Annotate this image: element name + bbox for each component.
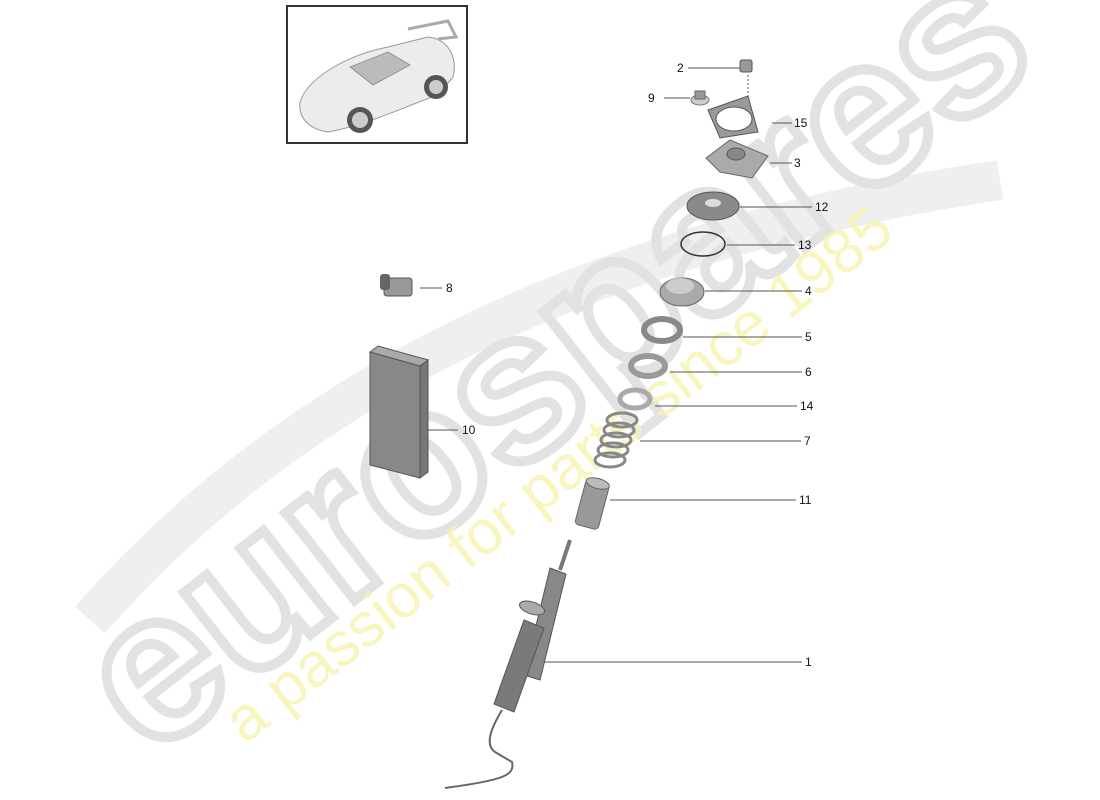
part-10-control-unit[interactable]	[368, 345, 430, 479]
part-15-gasket[interactable]	[707, 95, 759, 139]
callout-15[interactable]: 15	[794, 116, 808, 130]
part-9-flange-nut[interactable]	[690, 90, 710, 106]
part-3-top-mount[interactable]	[705, 139, 769, 179]
callout-12[interactable]: 12	[815, 200, 829, 214]
callout-11[interactable]: 11	[799, 493, 812, 507]
callout-2[interactable]: 2	[677, 61, 684, 75]
callout-4[interactable]: 4	[805, 284, 812, 298]
callout-7[interactable]: 7	[804, 434, 811, 448]
part-7-coil-spring[interactable]	[593, 411, 639, 469]
part-13-o-ring[interactable]	[680, 231, 726, 257]
callout-6[interactable]: 6	[805, 365, 812, 379]
car-icon	[299, 19, 459, 133]
callout-1[interactable]: 1	[805, 655, 812, 669]
part-1-shock-absorber[interactable]	[444, 539, 572, 789]
callout-13[interactable]: 13	[798, 238, 812, 252]
vehicle-thumbnail	[286, 5, 468, 144]
part-2-nut[interactable]	[739, 59, 753, 73]
callout-8[interactable]: 8	[446, 281, 453, 295]
callout-9[interactable]: 9	[648, 91, 655, 105]
callout-14[interactable]: 14	[800, 399, 814, 413]
callout-10[interactable]: 10	[462, 423, 476, 437]
part-5-bearing[interactable]	[641, 316, 683, 344]
part-14-shim[interactable]	[617, 387, 653, 411]
callout-5[interactable]: 5	[805, 330, 812, 344]
part-8-sensor[interactable]	[380, 274, 413, 297]
callout-3[interactable]: 3	[794, 156, 801, 170]
part-11-bump-stop[interactable]	[574, 476, 610, 531]
part-12-support-plate[interactable]	[686, 191, 740, 221]
part-4-cap[interactable]	[659, 277, 705, 307]
part-6-ring[interactable]	[628, 353, 668, 379]
